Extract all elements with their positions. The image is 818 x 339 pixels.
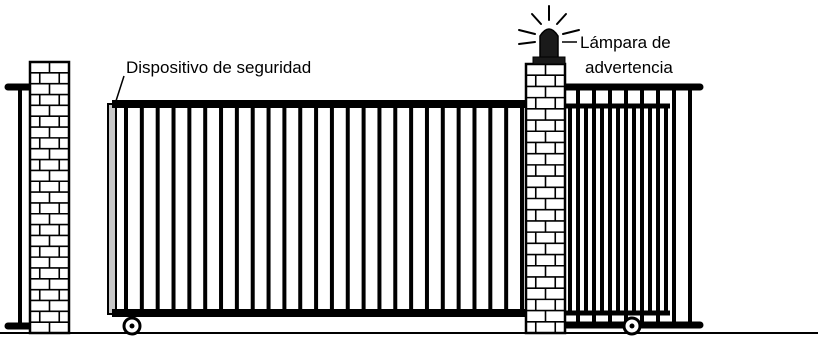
safety-device-label: Dispositivo de seguridad — [126, 58, 311, 77]
warning-lamp-label-line1: Lámpara de — [580, 33, 671, 52]
sliding-gate — [107, 100, 526, 336]
warning-lamp-icon — [518, 5, 580, 65]
right-fence — [561, 83, 704, 336]
safety-device-callout: Dispositivo de seguridad — [114, 58, 311, 105]
warning-lamp-callout: Lámpara de advertencia — [562, 33, 673, 77]
gate-wheel-icon — [622, 316, 642, 336]
safety-edge — [107, 103, 117, 315]
gate-wheel-icon — [122, 316, 142, 336]
warning-lamp-label-line2: advertencia — [585, 58, 673, 77]
gate-bars — [124, 104, 524, 313]
left-brick-pillar — [28, 60, 71, 335]
right-brick-pillar — [524, 62, 567, 335]
